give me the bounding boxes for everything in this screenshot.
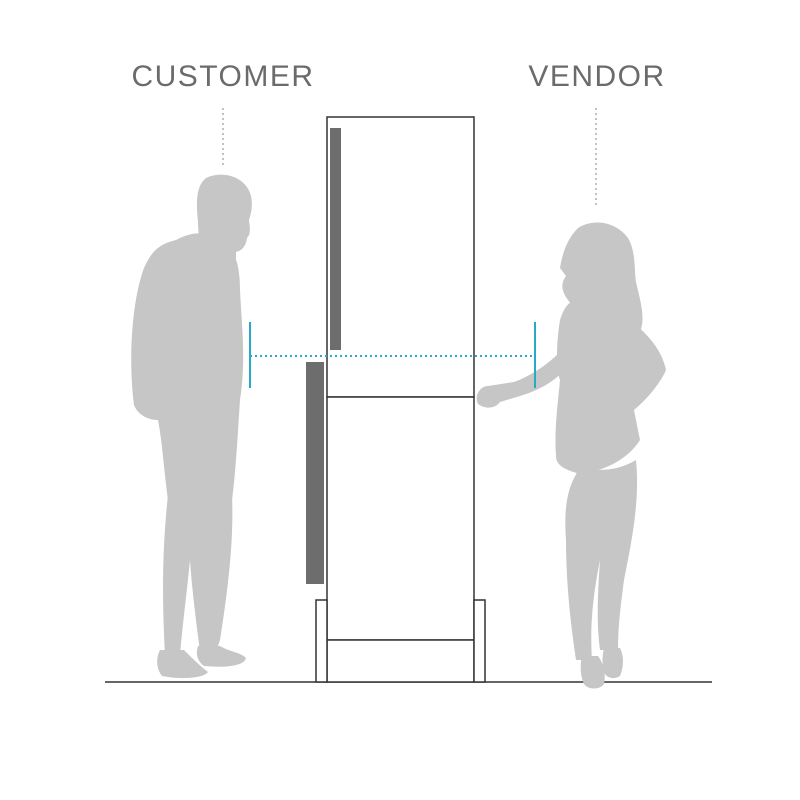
kiosk-right-foot	[473, 599, 486, 683]
upper-panel	[330, 128, 341, 350]
lower-panel	[306, 362, 324, 584]
vendor-label: VENDOR	[528, 60, 666, 93]
eye-level-indicator	[249, 322, 536, 388]
kiosk-base	[326, 639, 475, 683]
customer-label: CUSTOMER	[131, 60, 315, 93]
kiosk-upper-body	[326, 116, 475, 398]
kiosk-left-foot	[315, 599, 328, 683]
kiosk-unit	[306, 116, 486, 683]
customer-silhouette-icon	[131, 174, 252, 679]
kiosk-lower-body	[326, 396, 475, 641]
vendor-silhouette-icon	[476, 222, 666, 689]
